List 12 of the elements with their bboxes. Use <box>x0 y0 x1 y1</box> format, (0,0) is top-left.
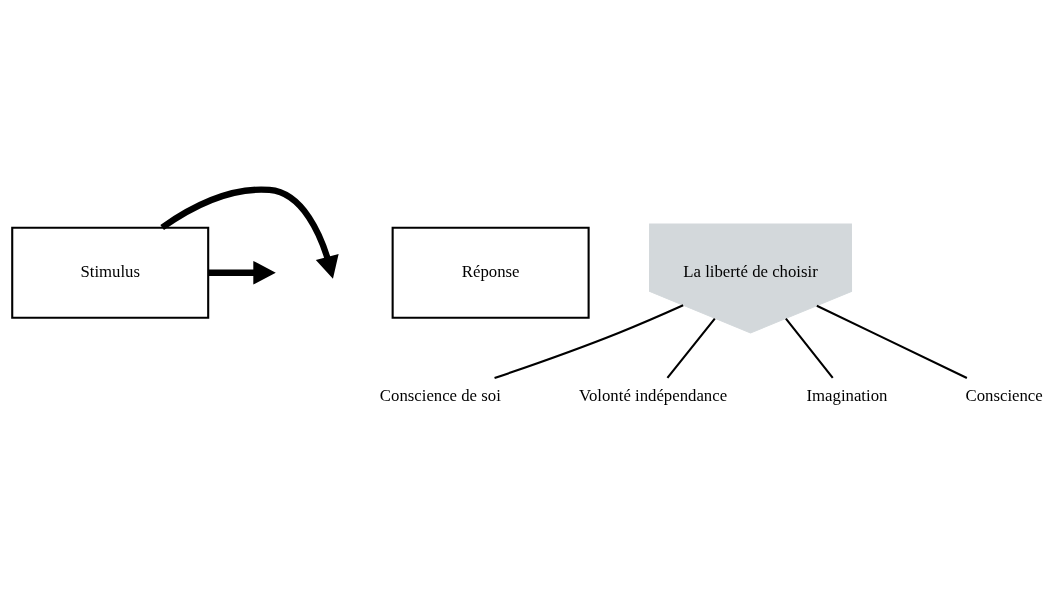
connector <box>494 303 684 379</box>
node-text: Conscience de soi <box>379 385 501 405</box>
arrow <box>160 186 339 279</box>
node-text: Conscience <box>965 385 1043 405</box>
connector <box>666 317 716 379</box>
connector <box>785 317 834 379</box>
node-box: Réponse <box>391 226 590 319</box>
arrow <box>208 260 276 285</box>
node-box: Stimulus <box>11 226 210 319</box>
connector <box>816 304 968 379</box>
node-text: Imagination <box>806 385 888 405</box>
node-text: Volonté indépendance <box>579 385 728 405</box>
